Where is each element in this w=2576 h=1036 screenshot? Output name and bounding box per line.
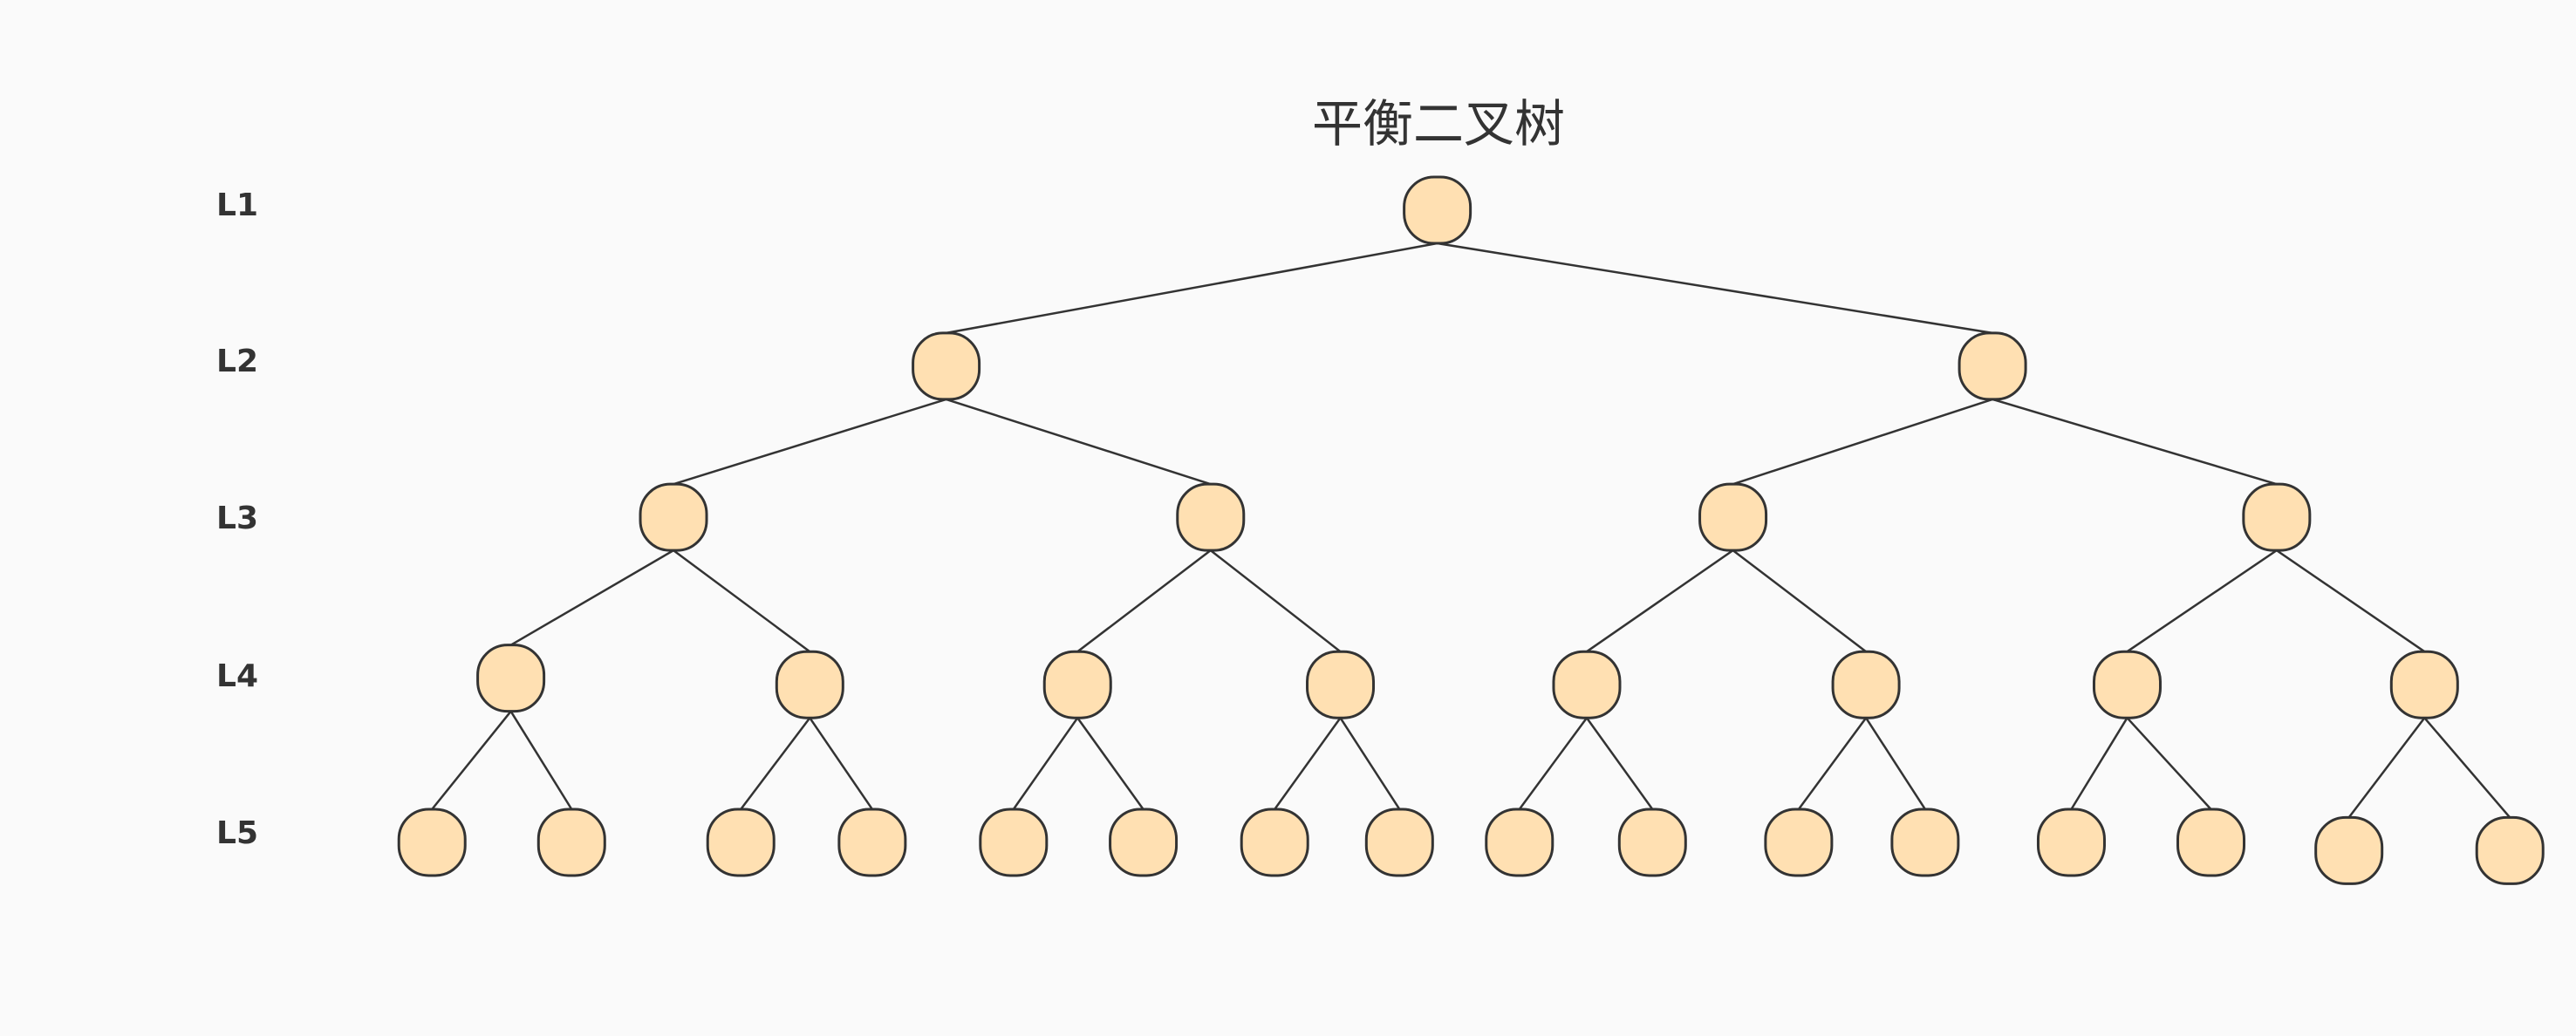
tree-node-level-4 xyxy=(775,650,844,719)
tree-node-level-3 xyxy=(1176,482,1246,552)
tree-edge xyxy=(2126,717,2212,810)
tree-node-level-5 xyxy=(2176,808,2246,877)
tree-node-level-2 xyxy=(1958,331,2027,401)
tree-node-level-3 xyxy=(1698,482,1768,552)
level-label-4: L4 xyxy=(216,658,258,694)
tree-node-level-4 xyxy=(2092,650,2162,719)
tree-node-level-2 xyxy=(912,331,981,401)
tree-edge xyxy=(1865,717,1926,810)
tree-node-level-5 xyxy=(1617,808,1687,877)
tree-node-level-5 xyxy=(1240,808,1309,877)
tree-node-level-5 xyxy=(1764,808,1834,877)
tree-node-level-5 xyxy=(1890,808,1960,877)
tree-edge xyxy=(509,549,674,646)
tree-edge xyxy=(740,717,811,810)
tree-edge xyxy=(1732,398,1993,486)
tree-edge xyxy=(1992,398,2278,486)
tree-edge xyxy=(1586,549,1734,653)
tree-edge xyxy=(1797,717,1868,810)
tree-edge xyxy=(509,711,573,810)
tree-edge xyxy=(2070,717,2128,810)
tree-edge xyxy=(946,398,1212,486)
level-label-5: L5 xyxy=(216,815,258,851)
tree-edge xyxy=(673,398,946,486)
tree-edge xyxy=(809,717,873,810)
tree-edge xyxy=(2276,549,2426,653)
tree-node-level-5 xyxy=(979,808,1049,877)
tree-edge xyxy=(946,242,1438,335)
level-label-2: L2 xyxy=(216,344,258,379)
tree-edge xyxy=(1076,717,1145,810)
tree-edge xyxy=(2126,549,2278,653)
tree-node-level-4 xyxy=(1042,650,1112,719)
tree-node-level-5 xyxy=(1109,808,1179,877)
tree-edge xyxy=(1210,549,1342,653)
tree-node-level-5 xyxy=(1485,808,1554,877)
level-label-1: L1 xyxy=(216,187,258,223)
tree-node-level-4 xyxy=(1831,650,1901,719)
tree-node-level-1 xyxy=(1403,175,1472,245)
tree-edge xyxy=(1076,549,1212,653)
tree-node-level-5 xyxy=(1364,808,1434,877)
tree-edge xyxy=(673,549,811,653)
diagram-title: 平衡二叉树 xyxy=(1311,94,1565,153)
tree-edge xyxy=(1732,549,1867,653)
tree-node-level-5 xyxy=(397,808,467,877)
tree-node-level-5 xyxy=(536,808,606,877)
tree-edge xyxy=(1518,717,1588,810)
tree-node-level-4 xyxy=(476,644,546,713)
tree-node-level-5 xyxy=(2314,815,2384,885)
tree-edge xyxy=(1585,717,1654,810)
tree-node-level-4 xyxy=(1306,650,1376,719)
tree-node-level-4 xyxy=(1552,650,1622,719)
tree-node-level-5 xyxy=(837,808,907,877)
tree-edge xyxy=(2423,717,2511,819)
tree-edge xyxy=(431,710,512,810)
tree-node-level-5 xyxy=(706,808,776,877)
tree-node-level-5 xyxy=(2036,808,2106,877)
tree-node-level-4 xyxy=(2389,650,2459,719)
tree-edge xyxy=(2347,717,2426,819)
tree-edge xyxy=(1437,242,1993,335)
level-label-3: L3 xyxy=(216,501,258,536)
tree-node-level-3 xyxy=(2242,482,2312,552)
tree-node-level-5 xyxy=(2475,815,2545,885)
tree-edge xyxy=(1274,717,1342,810)
tree-edge xyxy=(1012,717,1079,810)
tree-edge xyxy=(1339,717,1401,810)
tree-node-level-3 xyxy=(639,482,708,552)
